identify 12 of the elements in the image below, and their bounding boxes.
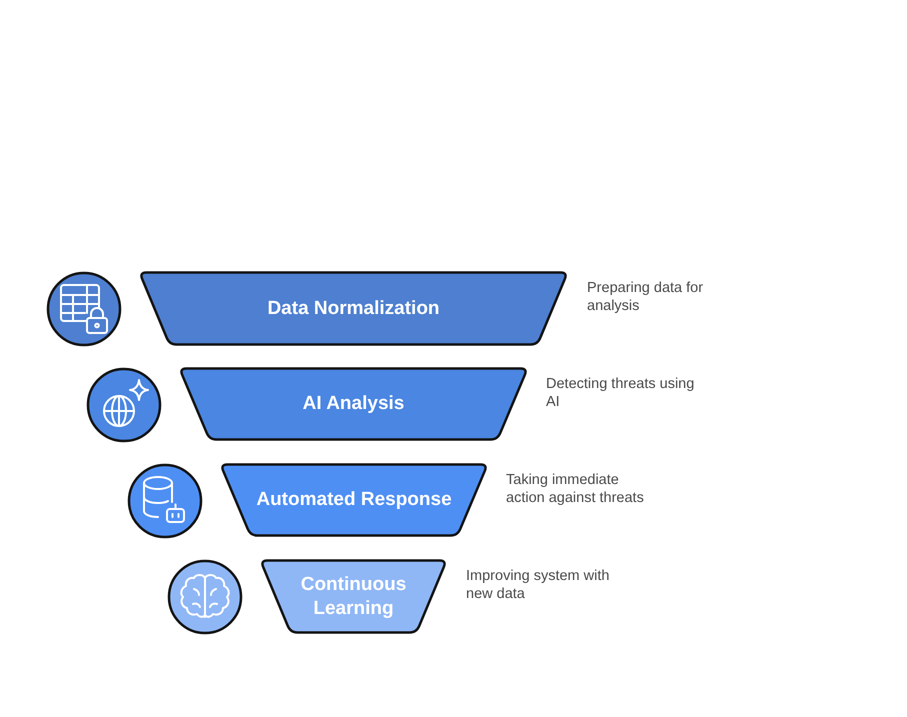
- stage-title: Data Normalization: [267, 296, 440, 320]
- stage-description: Preparing data for analysis: [587, 279, 704, 315]
- stage-title: Automated Response: [256, 488, 452, 512]
- stage-title: AI Analysis: [302, 392, 404, 416]
- funnel-stage: [219, 463, 489, 537]
- funnel-stage: [138, 271, 569, 346]
- stage-description: Improving system with new data: [466, 567, 610, 603]
- funnel-stage: [178, 367, 529, 441]
- stage-description: Detecting threats using AI: [546, 375, 696, 411]
- stage-description: Taking immediate action against threats: [506, 471, 645, 507]
- funnel-stage: [259, 559, 448, 634]
- stage-title: Continuous Learning: [300, 572, 408, 620]
